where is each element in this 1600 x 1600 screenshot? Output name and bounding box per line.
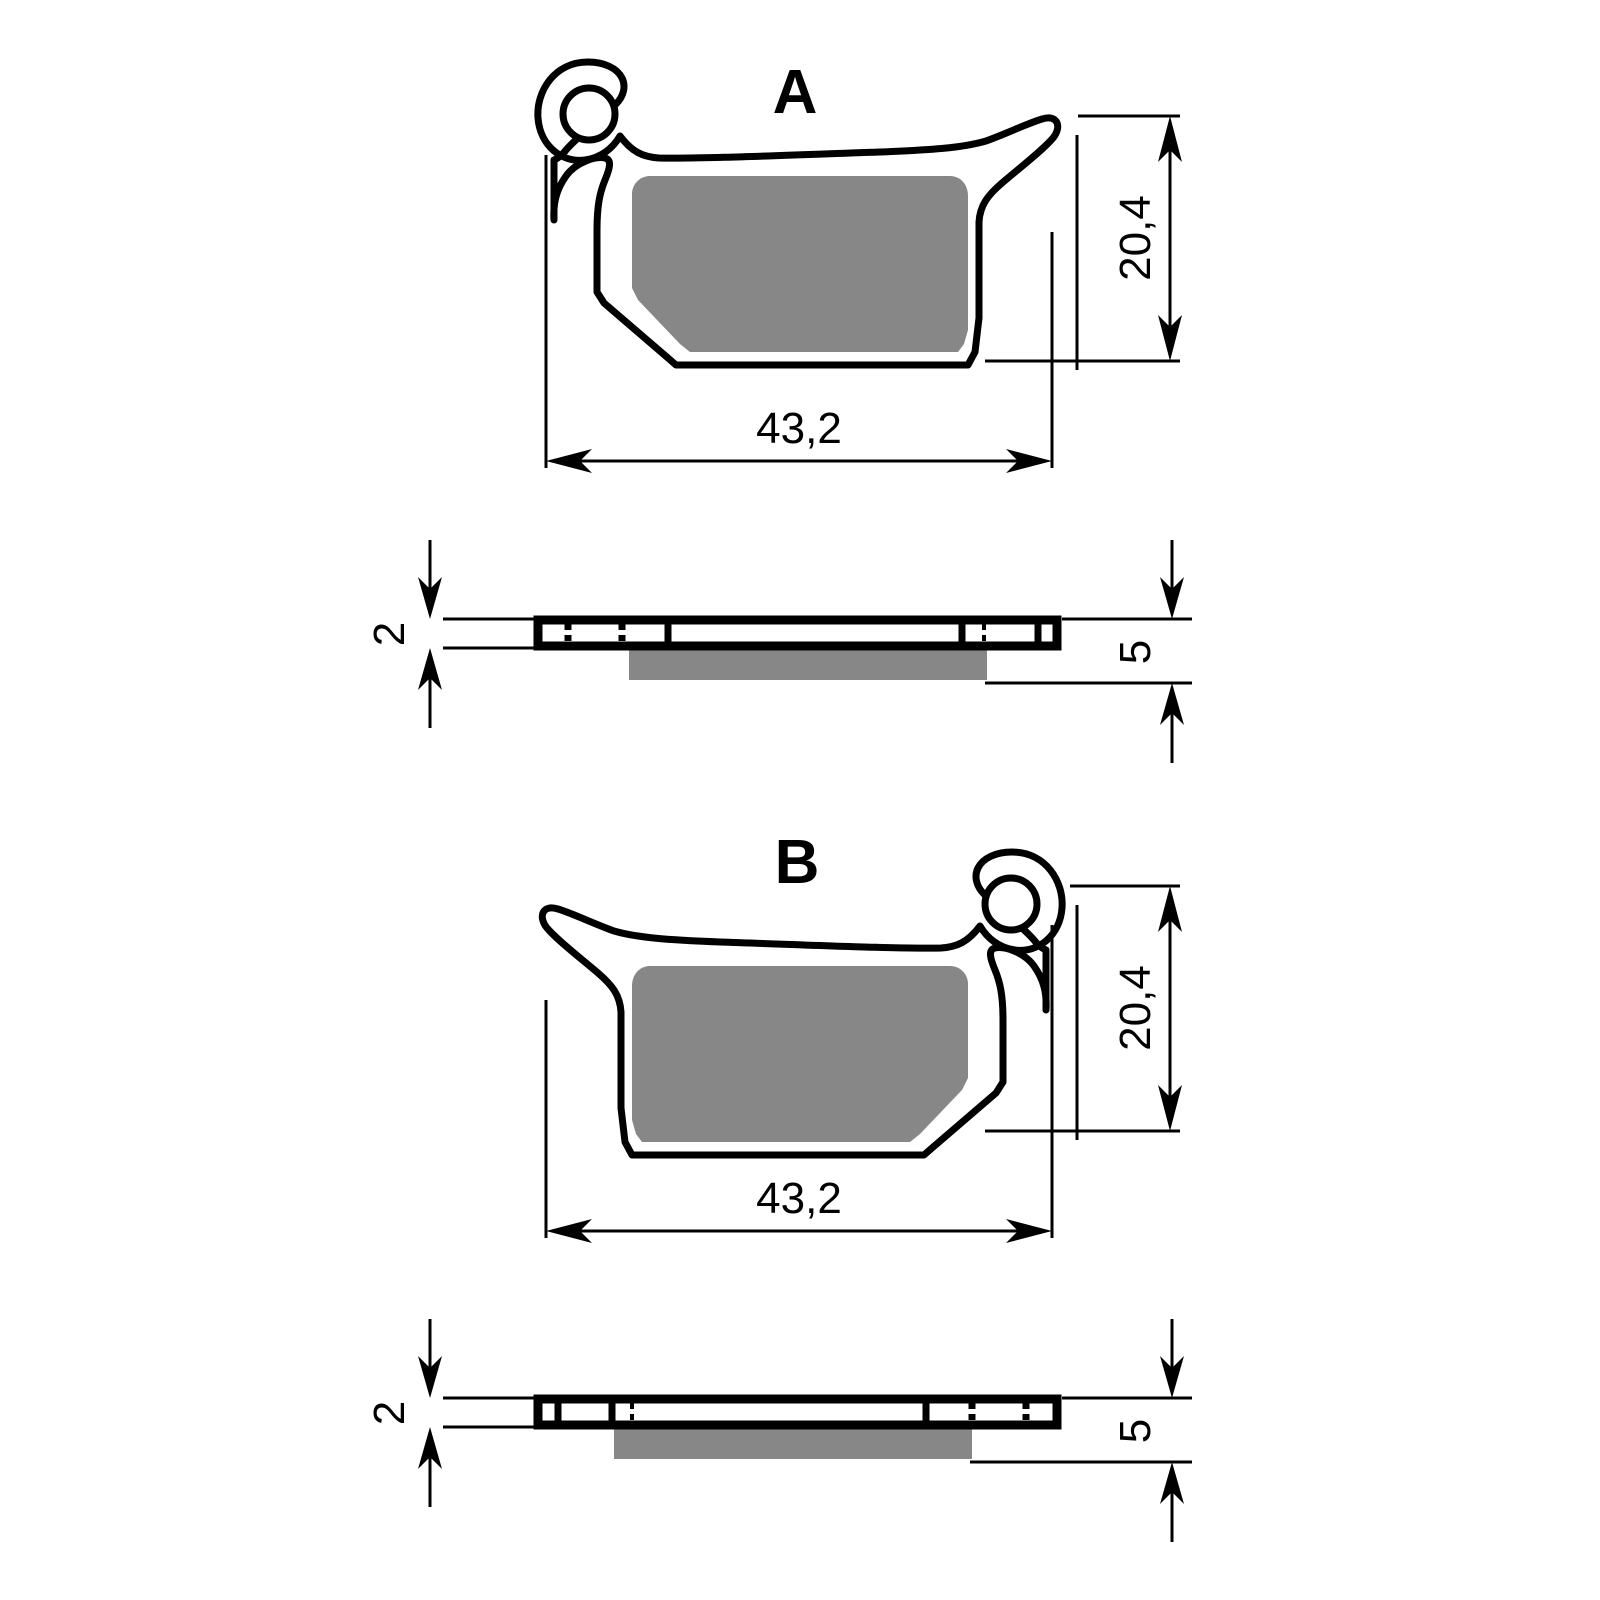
dim-b-height-text: 20,4 (1111, 965, 1160, 1051)
pad-a-mounting-hole (559, 84, 619, 144)
arrowhead-b-thk-bottom (418, 1427, 442, 1469)
dim-a-plate-thickness-text: 2 (365, 622, 414, 646)
dim-a-height-text: 20,4 (1111, 195, 1160, 281)
arrowhead-b-total-bottom (1160, 1462, 1184, 1504)
pad-b-side-backing-plate (533, 1394, 1062, 1430)
pad-b-side-friction (614, 1424, 972, 1459)
arrowhead-a-thk-top (418, 577, 442, 619)
dim-b-plate-thickness-text: 2 (365, 1401, 414, 1425)
dim-a-width-text: 43,2 (756, 404, 842, 453)
pad-a-side-friction (629, 645, 987, 680)
dim-b-total-thickness-text: 5 (1111, 1419, 1160, 1443)
dim-b-width-text: 43,2 (756, 1174, 842, 1223)
arrowhead-a-width-left (546, 449, 592, 473)
arrowhead-a-width-right (1006, 449, 1052, 473)
arrowhead-b-height-bottom (1158, 1085, 1182, 1131)
pad-a-side-backing-plate (533, 615, 1062, 651)
view-b-label: B (775, 828, 820, 897)
arrowhead-b-total-top (1160, 1356, 1184, 1398)
view-b-group: B 20,4 43,2 (538, 828, 1182, 1243)
arrowhead-b-width-right (1006, 1219, 1052, 1243)
arrowhead-b-thk-top (418, 1356, 442, 1398)
arrowhead-b-width-left (546, 1219, 592, 1243)
view-a-side-group: 2 5 (365, 540, 1192, 763)
pad-b-mounting-hole (981, 874, 1041, 934)
arrowhead-a-height-bottom (1158, 315, 1182, 361)
pad-b-friction-material (632, 966, 968, 1142)
arrowhead-a-height-top (1158, 116, 1182, 162)
arrowhead-a-thk-bottom (418, 648, 442, 690)
view-b-side-group: 2 5 (365, 1319, 1192, 1542)
arrowhead-b-height-top (1158, 886, 1182, 932)
arrowhead-a-total-top (1160, 577, 1184, 619)
view-a-label: A (773, 58, 818, 127)
view-a-group: A 20,4 43,2 (534, 58, 1182, 473)
dim-a-total-thickness-text: 5 (1111, 640, 1160, 664)
pad-a-friction-material (632, 176, 968, 352)
arrowhead-a-total-bottom (1160, 683, 1184, 725)
